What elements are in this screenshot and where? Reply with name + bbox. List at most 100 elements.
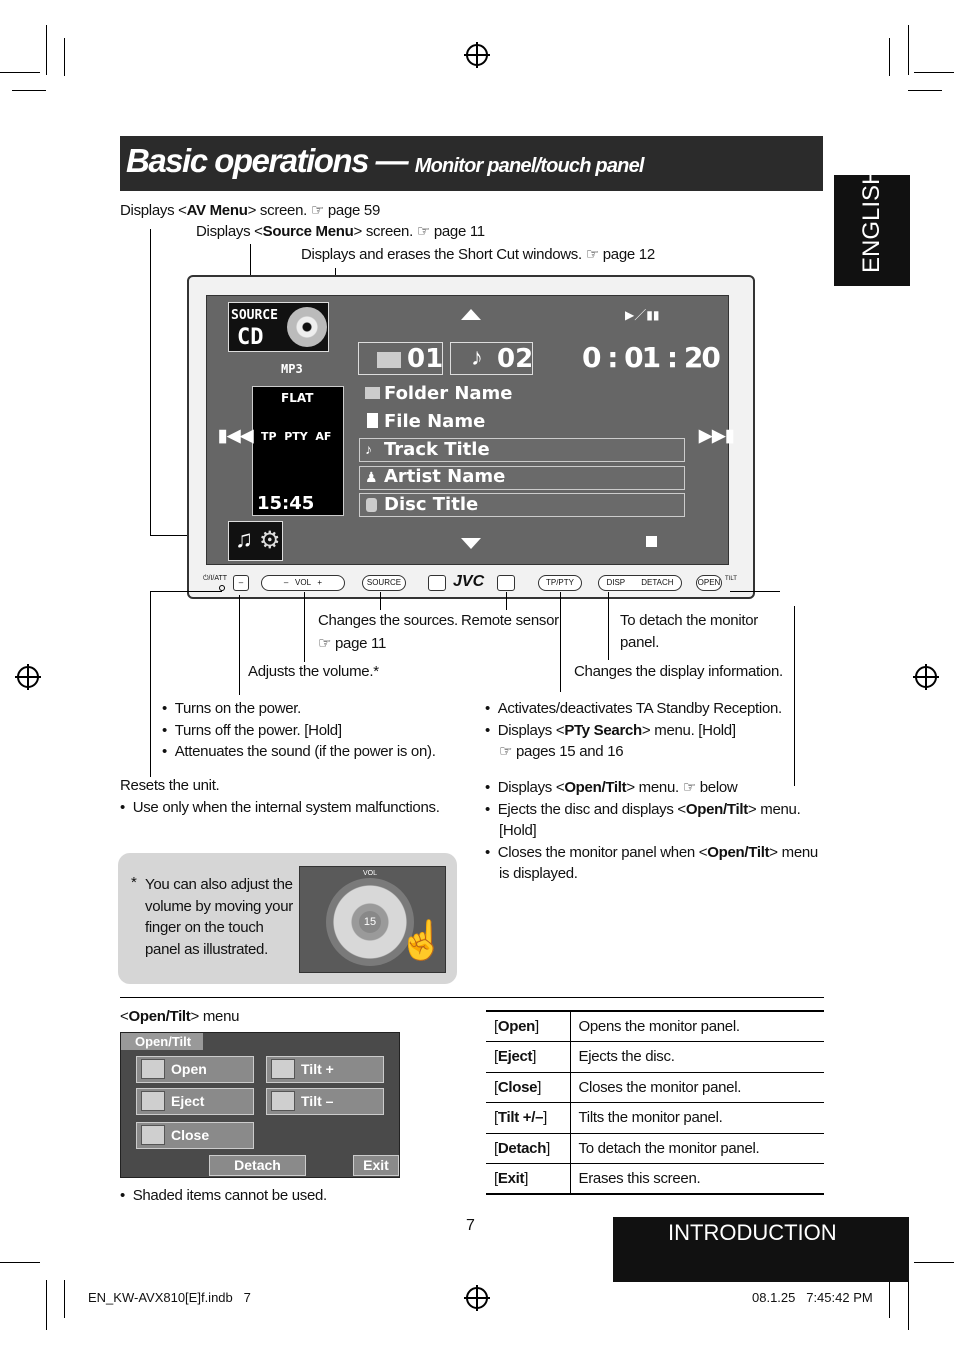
title-sub: Monitor panel/touch panel — [414, 155, 645, 177]
power-button[interactable]: – — [233, 575, 249, 591]
crop-mark — [0, 1262, 40, 1263]
crop-mark — [914, 1262, 954, 1263]
next-icon[interactable]: ▶▶▮ — [699, 426, 735, 445]
callout-remote: Remote sensor — [461, 612, 559, 629]
crop-mark — [64, 38, 65, 76]
table-row: [Tilt +/–]Tilts the monitor panel. — [486, 1102, 824, 1134]
section-label: INTRODUCTION — [668, 1220, 837, 1245]
menu-eject-button[interactable]: Eject — [136, 1088, 254, 1115]
volume-illustration: VOL 15 ☝ — [299, 866, 446, 973]
av-menu-button[interactable]: ♫ ⚙ — [228, 521, 283, 561]
stop-icon[interactable] — [646, 536, 657, 547]
menu-caption: <Open/Tilt> menu — [120, 1008, 240, 1025]
volume-button[interactable]: – VOL + — [261, 575, 345, 591]
close-icon — [141, 1125, 165, 1145]
artist-name-row — [359, 466, 685, 490]
menu-exit-button[interactable]: Exit — [353, 1155, 399, 1176]
tilt-icon — [271, 1091, 295, 1111]
indicators: TP PTY AF — [261, 430, 332, 443]
menu-tilt-minus-button[interactable]: Tilt – — [266, 1088, 384, 1115]
leader-line — [239, 595, 240, 695]
source-button[interactable]: SOURCE CD — [228, 302, 329, 352]
play-pause-icon[interactable]: ▶／▮▮ — [625, 308, 660, 322]
open-icon — [141, 1059, 165, 1079]
source-value: CD — [237, 325, 264, 350]
tp-pty-button[interactable]: TP/PTY — [538, 575, 582, 591]
callout-reset: Resets the unit. — [120, 777, 220, 794]
crop-mark — [908, 1280, 909, 1330]
music-note-icon: ♫ — [235, 526, 253, 553]
callout-source-menu: Displays <Source Menu> screen. ☞ page 11 — [196, 223, 485, 240]
artist-icon: ♟ — [365, 469, 378, 485]
disc-title-row — [359, 493, 685, 517]
leader-line — [560, 592, 561, 692]
callout-sources: Changes the sources. — [318, 612, 458, 629]
reset-hole[interactable] — [219, 585, 225, 591]
folder-icon — [365, 387, 380, 399]
crop-mark — [64, 1280, 65, 1318]
crop-mark — [889, 38, 890, 76]
disp-button[interactable]: DISP — [606, 578, 625, 587]
crop-mark — [914, 72, 954, 73]
previous-icon[interactable]: ▮◀◀ — [218, 426, 254, 445]
folder-icon — [377, 352, 401, 368]
section-tab — [613, 1217, 909, 1282]
menu-close-button[interactable]: Close — [136, 1122, 254, 1149]
menu-open-button[interactable]: Open — [136, 1056, 254, 1083]
language-tab: ENGLISH — [834, 168, 910, 286]
brand-logo: JVC — [453, 573, 485, 590]
gear-icon: ⚙ — [259, 527, 281, 554]
registration-mark-icon — [464, 42, 490, 68]
table-row: [Eject]Ejects the disc. — [486, 1041, 824, 1073]
source-label: SOURCE — [231, 308, 278, 323]
menu-tilt-plus-button[interactable]: Tilt + — [266, 1056, 384, 1083]
disc-icon — [366, 498, 377, 512]
power-button-label: ⏻/I/ATT — [203, 575, 228, 582]
table-row: [Detach]To detach the monitor panel. — [486, 1132, 824, 1164]
tilt-label: TILT — [725, 576, 737, 582]
crop-mark — [12, 90, 46, 91]
artist-name: Artist Name — [384, 466, 506, 487]
file-icon — [367, 413, 378, 428]
crop-mark — [46, 1280, 47, 1330]
registration-mark-icon — [913, 664, 939, 690]
short-cut-window[interactable]: FLAT TP PTY AF 15:45 — [252, 386, 344, 516]
menu-header-tab — [121, 1033, 203, 1050]
callout-volume: Adjusts the volume.* — [248, 663, 379, 680]
power-list: • Turns on the power. • Turns off the po… — [162, 700, 436, 760]
ta-list: • Activates/deactivates TA Standby Recep… — [485, 700, 782, 760]
down-arrow-icon[interactable] — [461, 538, 481, 549]
sensor-left — [428, 575, 446, 591]
section-divider — [120, 997, 824, 998]
crop-mark — [0, 72, 40, 73]
folder-number: 01 — [407, 344, 444, 374]
music-note-icon: ♪ — [471, 344, 483, 371]
leader-line — [150, 229, 151, 536]
source-hard-button[interactable]: SOURCE — [362, 575, 406, 591]
elapsed-time: 0 : 01 : 20 — [582, 341, 721, 374]
callout-detach-2: panel. — [620, 634, 660, 651]
open-list: • Displays <Open/Tilt> menu. ☞ below • E… — [485, 779, 818, 882]
table-row: [Open]Opens the monitor panel. — [486, 1010, 824, 1042]
leader-line — [608, 592, 609, 660]
leader-line — [730, 591, 780, 592]
note-text: You can also adjust the volume by moving… — [145, 876, 293, 958]
disc-icon — [287, 307, 327, 347]
callout-av-menu: Displays <AV Menu> screen. ☞ page 59 — [120, 202, 381, 219]
footer-date: 08.1.25 7:45:42 PM — [752, 1290, 873, 1305]
detach-button[interactable]: DETACH — [641, 578, 674, 587]
note-star: * — [131, 874, 137, 891]
leader-line — [304, 592, 305, 662]
folder-number-box: 01 — [358, 342, 443, 375]
track-title: Track Title — [384, 439, 490, 460]
open-button[interactable]: OPEN — [696, 575, 722, 591]
file-name: File Name — [384, 411, 486, 432]
folder-name: Folder Name — [384, 383, 513, 404]
up-arrow-icon[interactable] — [461, 309, 481, 320]
vol-label: VOL — [363, 870, 378, 877]
menu-detach-button[interactable]: Detach — [209, 1155, 306, 1176]
leader-line — [794, 606, 795, 786]
music-note-icon: ♪ — [365, 441, 372, 457]
title-main: Basic operations — — [126, 142, 409, 179]
leader-line — [150, 591, 222, 592]
